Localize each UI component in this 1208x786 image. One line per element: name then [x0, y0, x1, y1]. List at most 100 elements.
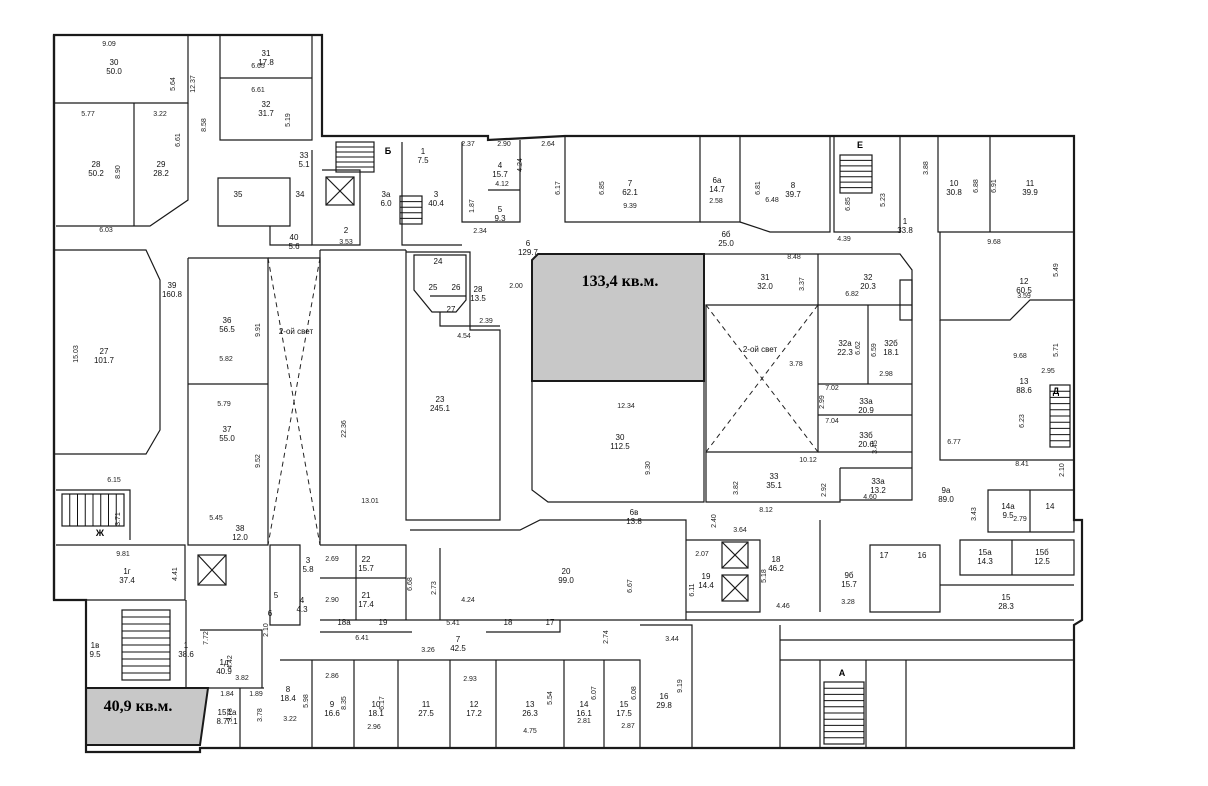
room-labels: 3050.03117.83231.72850.22928.2335.117.54…: [88, 49, 1055, 726]
room-number[interactable]: 11: [422, 700, 431, 709]
dimension-label: 10.12: [799, 457, 817, 464]
room-number[interactable]: 2: [344, 226, 349, 235]
room-number[interactable]: 3а: [382, 190, 391, 199]
room-area: 37.4: [119, 576, 135, 585]
dimension-label: 3.44: [665, 636, 679, 643]
room-area: 101.7: [94, 356, 115, 365]
room-number[interactable]: 8: [286, 685, 291, 694]
room-number[interactable]: 30: [616, 433, 625, 442]
room-number[interactable]: 7: [456, 635, 461, 644]
room-number[interactable]: 21: [362, 591, 371, 600]
room-number[interactable]: 32: [864, 273, 873, 282]
room-number[interactable]: 19: [702, 572, 711, 581]
room-number[interactable]: 14: [580, 700, 589, 709]
room-number[interactable]: 4: [498, 161, 503, 170]
room-number[interactable]: 10: [950, 179, 959, 188]
room-number[interactable]: 17: [546, 618, 555, 627]
room-number[interactable]: 29: [157, 160, 166, 169]
room-number[interactable]: 22: [362, 555, 371, 564]
room-number[interactable]: 28: [474, 285, 483, 294]
room-number[interactable]: 31: [761, 273, 770, 282]
room-number[interactable]: 16: [918, 551, 927, 560]
room-number[interactable]: 3: [306, 556, 311, 565]
room-number[interactable]: 26: [452, 283, 461, 292]
room-number[interactable]: 27: [447, 305, 456, 314]
room-number[interactable]: 6а: [713, 176, 722, 185]
dimension-label: 15.03: [73, 345, 80, 363]
room-number[interactable]: 7: [628, 179, 633, 188]
room-number[interactable]: 10: [372, 700, 381, 709]
room-number[interactable]: 13: [1020, 377, 1029, 386]
room-number[interactable]: 1г: [123, 567, 130, 576]
room-number[interactable]: 1: [184, 641, 189, 650]
room-number[interactable]: 15б: [1035, 548, 1049, 557]
room-number[interactable]: 1а: [228, 708, 237, 717]
room-number[interactable]: 1в: [91, 641, 100, 650]
room-number[interactable]: 9: [330, 700, 335, 709]
room-number[interactable]: 9а: [942, 486, 951, 495]
room-number[interactable]: 23: [436, 395, 445, 404]
dimension-label: 2.73: [431, 581, 438, 595]
room-number[interactable]: 37: [223, 425, 232, 434]
room-number[interactable]: 27: [100, 347, 109, 356]
room-number[interactable]: 32а: [838, 339, 852, 348]
room-number[interactable]: 16: [660, 692, 669, 701]
room-number[interactable]: 6в: [630, 508, 639, 517]
room-number[interactable]: 34: [296, 190, 305, 199]
room-number[interactable]: 5: [498, 205, 503, 214]
dimension-label: 5.64: [170, 77, 177, 91]
room-number[interactable]: 17: [880, 551, 889, 560]
room-number[interactable]: 13: [526, 700, 535, 709]
room-number[interactable]: 39: [168, 281, 177, 290]
room-area: 20.6: [858, 440, 874, 449]
room-number[interactable]: 33б: [859, 431, 873, 440]
room-number[interactable]: 32: [262, 100, 271, 109]
room-number[interactable]: 31: [262, 49, 271, 58]
room-number[interactable]: 18: [772, 555, 781, 564]
room-number[interactable]: 1: [421, 147, 426, 156]
room-area: 245.1: [430, 404, 451, 413]
room-number[interactable]: 18а: [337, 618, 351, 627]
room-number[interactable]: 33а: [859, 397, 873, 406]
room-number[interactable]: 38: [236, 524, 245, 533]
dimension-label: 2.69: [325, 556, 339, 563]
room-number[interactable]: 32б: [884, 339, 898, 348]
room-number[interactable]: 15: [620, 700, 629, 709]
room-number[interactable]: 6: [268, 609, 273, 618]
room-number[interactable]: 28: [92, 160, 101, 169]
room-area: 17.2: [466, 709, 482, 718]
room-number[interactable]: 9б: [844, 571, 853, 580]
room-number[interactable]: 18: [504, 618, 513, 627]
room-number[interactable]: 5: [274, 591, 279, 600]
room-number[interactable]: 4: [300, 596, 305, 605]
dimension-label: 2.86: [325, 673, 339, 680]
room-number[interactable]: 14а: [1001, 502, 1015, 511]
room-number[interactable]: 40: [290, 233, 299, 242]
room-number[interactable]: 11: [1026, 179, 1035, 188]
room-number[interactable]: 6: [526, 239, 531, 248]
highlight-corner-room[interactable]: [85, 687, 210, 746]
room-number[interactable]: 36: [223, 316, 232, 325]
room-number[interactable]: 15а: [978, 548, 992, 557]
room-number[interactable]: 30: [110, 58, 119, 67]
room-number[interactable]: 3: [434, 190, 439, 199]
room-number[interactable]: 25: [429, 283, 438, 292]
room-number[interactable]: 8: [791, 181, 796, 190]
room-area: 25.0: [718, 239, 734, 248]
room-number[interactable]: 20: [562, 567, 571, 576]
room-number[interactable]: 12: [470, 700, 479, 709]
room-number[interactable]: 33а: [871, 477, 885, 486]
room-number[interactable]: 19: [379, 618, 388, 627]
room-number[interactable]: 6б: [721, 230, 730, 239]
room-number[interactable]: 1д: [219, 658, 228, 667]
room-number[interactable]: 15: [218, 708, 227, 717]
room-number[interactable]: 33: [770, 472, 779, 481]
room-number[interactable]: 15: [1002, 593, 1011, 602]
room-number[interactable]: 33: [300, 151, 309, 160]
dimension-label: 6.41: [355, 635, 369, 642]
room-number[interactable]: 14: [1046, 502, 1055, 511]
room-number[interactable]: 12: [1020, 277, 1029, 286]
room-number[interactable]: 24: [434, 257, 443, 266]
room-number[interactable]: 1: [903, 217, 908, 226]
room-number[interactable]: 35: [234, 190, 243, 199]
